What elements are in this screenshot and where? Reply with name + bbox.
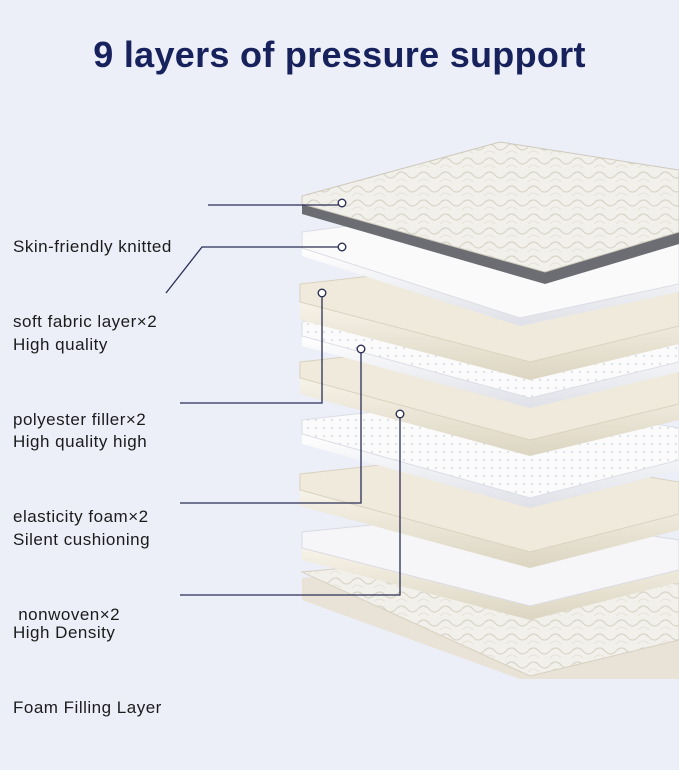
marker-dot [317, 288, 327, 298]
infographic: 9 layers of pressure support Skin-friend… [13, 34, 679, 717]
leader-lines [165, 204, 401, 596]
label-nonwoven: Silent cushioning nonwoven×2 [13, 477, 150, 677]
label-line: Silent cushioning [13, 530, 151, 549]
label-line: polyester filler×2 [13, 410, 147, 429]
label-line: High quality high [13, 432, 148, 451]
marker-dot [395, 409, 405, 419]
label-density-foam: High Density Foam Filling Layer [13, 570, 162, 770]
leader-line-polyester [165, 246, 342, 294]
label-elasticity-foam: High quality high elasticity foam×2 [13, 379, 149, 579]
layer-1-top-knitted [301, 141, 679, 284]
label-knitted-fabric: Skin-friendly knitted soft fabric layer×… [13, 184, 172, 384]
leader-line-nonwoven [180, 349, 362, 504]
marker-dot [337, 242, 347, 252]
label-line: Foam Filling Layer [13, 698, 162, 717]
label-line: High quality [13, 335, 108, 354]
label-line: elasticity foam×2 [13, 507, 149, 526]
layer-stack-illustration [165, 141, 679, 679]
leader-line-density-foam [180, 414, 401, 596]
page-title: 9 layers of pressure support [93, 34, 586, 75]
leader-line-foam [180, 293, 323, 404]
label-line: nonwoven×2 [13, 605, 121, 624]
label-line: Skin-friendly knitted [13, 237, 172, 256]
leader-dots [317, 198, 405, 419]
label-line: High Density [13, 623, 116, 642]
marker-dot [337, 198, 347, 208]
label-line: soft fabric layer×2 [13, 312, 158, 331]
label-polyester-filler: High quality polyester filler×2 [13, 282, 146, 482]
marker-dot [356, 344, 366, 354]
